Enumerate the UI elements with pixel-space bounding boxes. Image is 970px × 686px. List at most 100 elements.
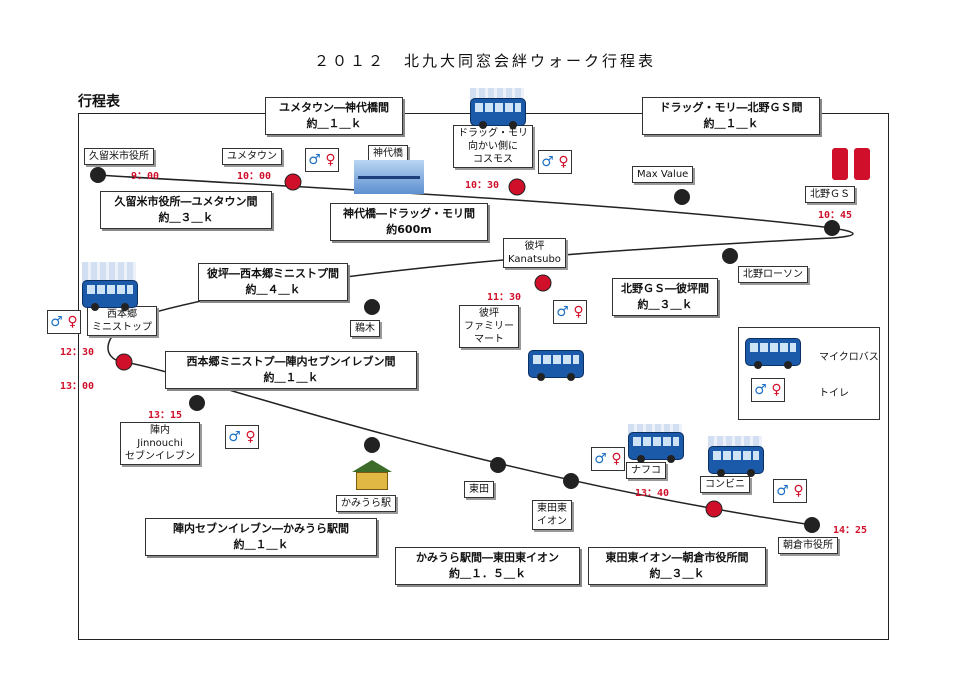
toilet-icon: ♂♀ — [538, 150, 572, 174]
segment-distance: 約＿１．５＿ｋ — [449, 567, 526, 580]
segment-route: ユメタウン―神代橋間 — [279, 101, 389, 114]
stop-asakura-city-hall — [804, 517, 820, 533]
segment-route: 久留米市役所―ユメタウン間 — [114, 195, 258, 208]
page-subtitle: 行程表 — [78, 94, 120, 110]
time-label: 13：00 — [60, 381, 95, 392]
segment-route: 北野ＧＳ―彼坪間 — [621, 282, 709, 295]
segment-distance: 約＿１＿ｋ — [263, 371, 319, 384]
segment-route: かみうら駅間―東田東イオン — [416, 551, 559, 564]
toilet-icon: ♂♀ — [305, 148, 339, 172]
place-label: 北野ローソン — [738, 266, 808, 283]
segment-distance: 約＿１＿ｋ — [306, 117, 362, 130]
segment-box: かみうら駅間―東田東イオン 約＿１．５＿ｋ — [395, 547, 580, 585]
toilet-icon: ♂♀ — [553, 300, 587, 324]
stop-drug-mori — [508, 178, 526, 196]
stop-higashida — [490, 457, 506, 473]
stop-nafco — [705, 500, 723, 518]
male-icon: ♂ — [754, 382, 767, 398]
segment-box: 神代橋―ドラッグ・モリ間 約600m — [330, 203, 488, 241]
stop-kitano-gs — [824, 220, 840, 236]
segment-distance: 約＿３＿ｋ — [158, 211, 214, 224]
place-label: ナフコ — [626, 462, 666, 479]
female-icon: ♀ — [245, 429, 256, 445]
male-icon: ♂ — [776, 483, 789, 499]
segment-route: 彼坪―西本郷ミニストプ間 — [207, 267, 339, 280]
segment-box: 北野ＧＳ―彼坪間 約＿３＿ｋ — [612, 278, 718, 316]
segment-route: 東田東イオン―朝倉市役所間 — [605, 551, 749, 564]
female-icon: ♀ — [67, 314, 78, 330]
toilet-icon: ♂♀ — [773, 479, 807, 503]
stop-kitano-lawson — [722, 248, 738, 264]
female-icon: ♀ — [793, 483, 804, 499]
bus-icon — [708, 446, 764, 477]
buildings-icon — [82, 262, 136, 284]
female-icon: ♀ — [611, 451, 622, 467]
bus-icon — [745, 338, 801, 369]
segment-route: 西本郷ミニストプ―陣内セブンイレブン間 — [186, 355, 396, 368]
male-icon: ♂ — [541, 154, 554, 170]
time-label: 11：30 — [487, 292, 522, 303]
page-title: ２０１２ 北九大同窓会絆ウォーク行程表 — [313, 52, 656, 70]
male-icon: ♂ — [228, 429, 241, 445]
place-label: 彼坪 ファミリー マート — [459, 305, 519, 348]
segment-box: 西本郷ミニストプ―陣内セブンイレブン間 約＿１＿ｋ — [165, 351, 417, 389]
gas-station-icon — [830, 140, 874, 180]
bus-icon — [628, 432, 684, 463]
time-label: 10：45 — [818, 210, 853, 221]
segment-distance: 約＿１＿ｋ — [703, 117, 759, 130]
segment-box: 東田東イオン―朝倉市役所間 約＿３＿ｋ — [588, 547, 766, 585]
time-label: 13：15 — [148, 410, 183, 421]
time-label: 14：25 — [833, 525, 868, 536]
male-icon: ♂ — [556, 304, 569, 320]
legend-bus-label: マイクロバス — [819, 352, 879, 363]
toilet-icon: ♂♀ — [591, 447, 625, 471]
male-icon: ♂ — [50, 314, 63, 330]
station-icon — [352, 460, 392, 490]
time-label: 9：00 — [131, 171, 160, 182]
bus-icon — [528, 350, 584, 381]
female-icon: ♀ — [771, 382, 782, 398]
time-label: 13：40 — [635, 488, 670, 499]
male-icon: ♂ — [594, 451, 607, 467]
bus-icon — [470, 98, 526, 129]
female-icon: ♀ — [558, 154, 569, 170]
place-label: 陣内 Jinnouchi セブンイレブン — [120, 422, 200, 465]
toilet-icon: ♂♀ — [751, 378, 785, 402]
place-label: コンビニ — [700, 476, 750, 493]
place-label: 西本郷 ミニストップ — [87, 306, 157, 336]
bus-icon — [82, 280, 138, 311]
time-label: 12：30 — [60, 347, 95, 358]
bridge-image — [354, 160, 424, 194]
segment-route: 陣内セブンイレブン―かみうら駅間 — [173, 522, 349, 535]
segment-distance: 約＿１＿ｋ — [233, 538, 289, 551]
place-label: ドラッグ・モリ 向かい側に コスモス — [453, 125, 533, 168]
place-label: 彼坪 Kanatsubo — [503, 238, 566, 268]
segment-route: ドラッグ・モリ―北野ＧＳ間 — [659, 101, 803, 114]
stop-yumetown — [284, 173, 302, 191]
stop-kanatsubo — [534, 274, 552, 292]
stop-jinnouchi — [189, 395, 205, 411]
toilet-icon: ♂♀ — [47, 310, 81, 334]
place-label: ユメタウン — [222, 148, 282, 165]
stop-max-value — [674, 189, 690, 205]
legend-toilet-label: トイレ — [819, 388, 849, 399]
segment-box: 陣内セブンイレブン―かみうら駅間 約＿１＿ｋ — [145, 518, 377, 556]
segment-box: ドラッグ・モリ―北野ＧＳ間 約＿１＿ｋ — [642, 97, 820, 135]
place-label: かみうら駅 — [336, 495, 396, 512]
stop-nishihongo — [115, 353, 133, 371]
segment-distance: 約600m — [386, 223, 432, 236]
segment-distance: 約＿３＿ｋ — [649, 567, 705, 580]
segment-box: 久留米市役所―ユメタウン間 約＿３＿ｋ — [100, 191, 272, 229]
stop-unoki — [364, 299, 380, 315]
female-icon: ♀ — [325, 152, 336, 168]
place-label: Max Value — [632, 166, 694, 183]
toilet-icon: ♂♀ — [225, 425, 259, 449]
female-icon: ♀ — [573, 304, 584, 320]
place-label: 北野ＧＳ — [805, 186, 855, 203]
stop-kurume-city-hall — [90, 167, 106, 183]
segment-box: 彼坪―西本郷ミニストプ間 約＿４＿ｋ — [198, 263, 348, 301]
place-label: 久留米市役所 — [84, 148, 154, 165]
stop-kamiura — [364, 437, 380, 453]
place-label: 東田東 イオン — [532, 500, 572, 530]
